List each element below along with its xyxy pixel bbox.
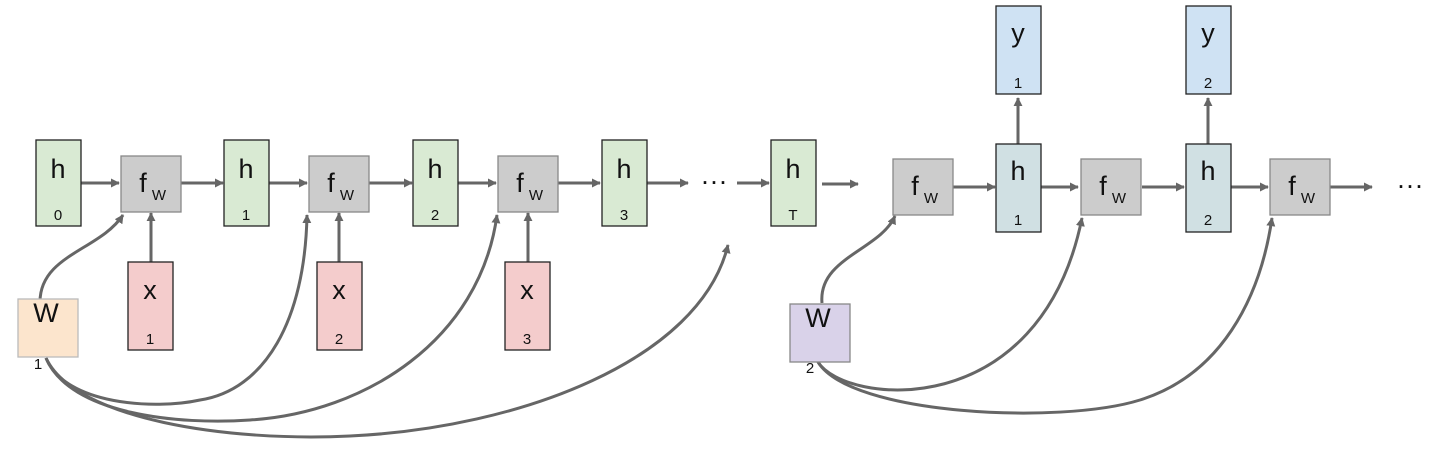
input-x2: x 2 (316, 261, 363, 351)
hidden-index: 1 (1014, 212, 1022, 229)
hidden-index: T (788, 207, 797, 224)
encoder-ellipsis: ··· (701, 166, 728, 196)
hidden-state-h3: h 3 (601, 139, 648, 227)
hidden-index: 0 (54, 207, 62, 224)
hidden-state-h1: h 1 (223, 139, 270, 227)
box (1269, 158, 1331, 216)
function-letter: f (1099, 171, 1107, 201)
hidden-letter: h (616, 154, 631, 184)
decoder-hidden-state-h2: h 2 (1185, 143, 1232, 233)
box (789, 303, 851, 363)
function-letter: f (327, 168, 335, 198)
decoder: f W h 1 f W h 2 f W ··· y 1 (789, 5, 1424, 377)
input-letter: x (143, 275, 157, 305)
weight-index: 2 (806, 360, 814, 377)
box (35, 139, 82, 227)
function-letter: f (1288, 171, 1296, 201)
input-letter: x (332, 275, 346, 305)
hidden-index: 2 (431, 207, 439, 224)
decoder-hidden-state-h1: h 1 (995, 143, 1042, 233)
input-index: 1 (146, 331, 154, 348)
decoder-function-fw-3: f W (1269, 158, 1331, 216)
box (995, 5, 1042, 95)
hidden-state-h0: h 0 (35, 139, 82, 227)
arrow-w1-to-fw1 (38, 214, 125, 303)
encoder: h 0 f W h 1 f W h 2 f W (17, 139, 817, 373)
input-x3: x 3 (504, 261, 551, 351)
input-x1: x 1 (127, 261, 174, 351)
hidden-letter: h (1200, 156, 1215, 186)
output-index: 1 (1014, 75, 1022, 92)
arrow-w2-to-dfw2 (816, 217, 1085, 392)
hidden-letter: h (785, 154, 800, 184)
hidden-letter: h (50, 154, 65, 184)
hidden-index: 3 (620, 207, 628, 224)
function-letter: f (911, 171, 919, 201)
box (770, 139, 817, 227)
function-subscript: W (1112, 190, 1127, 207)
box (120, 155, 182, 213)
input-index: 3 (523, 331, 531, 348)
function-subscript: W (152, 187, 167, 204)
function-subscript: W (340, 187, 355, 204)
hidden-letter: h (238, 154, 253, 184)
box (1080, 158, 1142, 216)
input-letter: x (520, 275, 534, 305)
weight-letter: W (805, 303, 831, 333)
function-letter: f (516, 168, 524, 198)
weight-w1: W 1 (17, 298, 79, 373)
weight-index: 1 (34, 356, 42, 373)
box (223, 139, 270, 227)
function-fw-3: f W (497, 155, 559, 213)
hidden-letter: h (427, 154, 442, 184)
function-subscript: W (529, 187, 544, 204)
box (601, 139, 648, 227)
arrow-w1-to-next (44, 244, 731, 439)
decoder-ellipsis: ··· (1397, 170, 1424, 200)
weight-sharing-arrows (38, 214, 1276, 439)
box (127, 261, 174, 351)
box (1185, 5, 1232, 95)
arrow-w1-to-fw3 (44, 214, 501, 423)
decoder-function-fw-1: f W (892, 158, 954, 216)
hidden-index: 1 (242, 207, 250, 224)
box (892, 158, 954, 216)
weight-letter: W (33, 298, 59, 328)
arrow-w2-to-dfw3 (816, 217, 1276, 415)
output-y1: y 1 (995, 5, 1042, 95)
hidden-state-h2: h 2 (412, 139, 459, 227)
output-y2: y 2 (1185, 5, 1232, 95)
recurrence-arrows (81, 97, 1373, 262)
box (17, 298, 79, 358)
arrow-w2-to-dfw1 (820, 215, 897, 304)
decoder-function-fw-2: f W (1080, 158, 1142, 216)
input-index: 2 (335, 331, 343, 348)
function-letter: f (139, 168, 147, 198)
function-subscript: W (1301, 190, 1316, 207)
hidden-letter: h (1010, 156, 1025, 186)
weight-w2: W 2 (789, 303, 851, 377)
output-letter: y (1201, 18, 1215, 48)
box (995, 143, 1042, 233)
arrow-w1-to-fw2 (44, 214, 312, 406)
output-letter: y (1011, 18, 1025, 48)
hidden-index: 2 (1204, 212, 1212, 229)
box (497, 155, 559, 213)
box (308, 155, 370, 213)
output-index: 2 (1204, 75, 1212, 92)
function-subscript: W (924, 190, 939, 207)
box (412, 139, 459, 227)
box (1185, 143, 1232, 233)
box (316, 261, 363, 351)
box (504, 261, 551, 351)
function-fw-1: f W (120, 155, 182, 213)
function-fw-2: f W (308, 155, 370, 213)
hidden-state-hT: h T (770, 139, 817, 227)
